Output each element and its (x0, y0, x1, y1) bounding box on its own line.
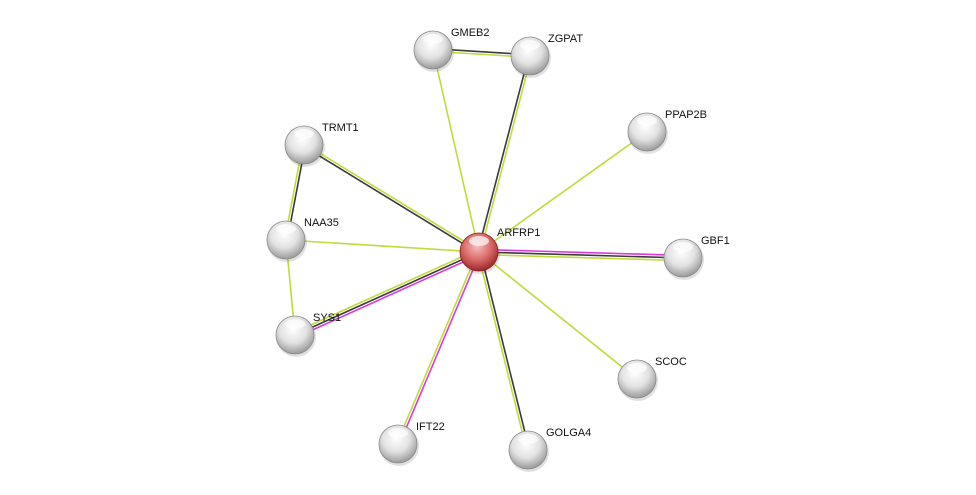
node-gbf1[interactable]: GBF1 (663, 235, 730, 280)
node-highlight (520, 40, 540, 50)
edge-evidence-coexpression (476, 55, 530, 252)
edge-arfrp1-ppap2b[interactable] (478, 131, 648, 253)
edge-evidence-textmining (476, 252, 528, 451)
node-label: NAA35 (304, 217, 339, 229)
edge-arfrp1-zgpat[interactable] (476, 55, 533, 253)
node-zgpat[interactable]: ZGPAT (510, 33, 583, 78)
node-label: GBF1 (701, 235, 730, 247)
node-trmt1[interactable]: TRMT1 (284, 122, 359, 167)
edge-evidence-coexpression (478, 251, 684, 259)
node-highlight (518, 434, 538, 444)
node-highlight (673, 242, 693, 252)
edge-arfrp1-scoc[interactable] (478, 251, 638, 380)
node-naa35[interactable]: NAA35 (266, 217, 339, 262)
edge-arfrp1-gbf1[interactable] (478, 248, 684, 262)
edge-evidence-textmining (478, 253, 683, 262)
node-highlight (285, 319, 305, 329)
node-sys1[interactable]: SYS1 (275, 312, 341, 357)
edge-arfrp1-naa35[interactable] (285, 239, 480, 253)
edge-evidence-coexpression (479, 251, 531, 450)
edge-evidence-textmining (432, 49, 480, 253)
node-highlight (627, 363, 647, 373)
edge-arfrp1-gmeb2[interactable] (432, 49, 480, 253)
node-label: GMEB2 (451, 27, 490, 39)
node-gmeb2[interactable]: GMEB2 (413, 27, 490, 72)
node-label: PPAP2B (665, 109, 707, 121)
node-golga4[interactable]: GOLGA4 (508, 427, 591, 472)
node-label: GOLGA4 (546, 427, 591, 439)
edge-evidence-textmining (479, 56, 533, 253)
edge-evidence-experiments (479, 248, 684, 257)
edge-evidence-experiments (295, 253, 481, 339)
edge-arfrp1-ift22[interactable] (396, 251, 481, 445)
node-label: SCOC (655, 356, 687, 368)
node-label: ZGPAT (548, 33, 583, 45)
node-ift22[interactable]: IFT22 (378, 421, 445, 466)
edge-arfrp1-sys1[interactable] (293, 248, 481, 339)
node-arfrp1[interactable]: ARFRP1 (459, 227, 540, 274)
node-label: TRMT1 (322, 122, 359, 134)
node-label: SYS1 (313, 312, 341, 324)
edge-evidence-coexpression (294, 251, 480, 336)
node-highlight (637, 116, 657, 126)
node-label: ARFRP1 (497, 227, 540, 239)
node-scoc[interactable]: SCOC (617, 356, 687, 401)
edge-arfrp1-golga4[interactable] (476, 251, 531, 451)
node-highlight (423, 34, 443, 44)
edge-evidence-experiments (398, 252, 481, 445)
edge-evidence-textmining (293, 248, 479, 334)
node-label: IFT22 (416, 421, 445, 433)
edge-evidence-textmining (285, 239, 480, 253)
edge-arfrp1-trmt1[interactable] (302, 143, 481, 254)
node-highlight (388, 428, 408, 438)
edge-evidence-textmining (304, 143, 481, 252)
node-highlight (469, 236, 489, 246)
node-highlight (294, 129, 314, 139)
node-ppap2b[interactable]: PPAP2B (627, 109, 707, 154)
edge-evidence-textmining (396, 251, 479, 444)
edge-evidence-textmining (478, 131, 648, 253)
node-highlight (276, 224, 296, 234)
edge-evidence-coexpression (302, 145, 479, 254)
edge-evidence-textmining (478, 251, 638, 380)
